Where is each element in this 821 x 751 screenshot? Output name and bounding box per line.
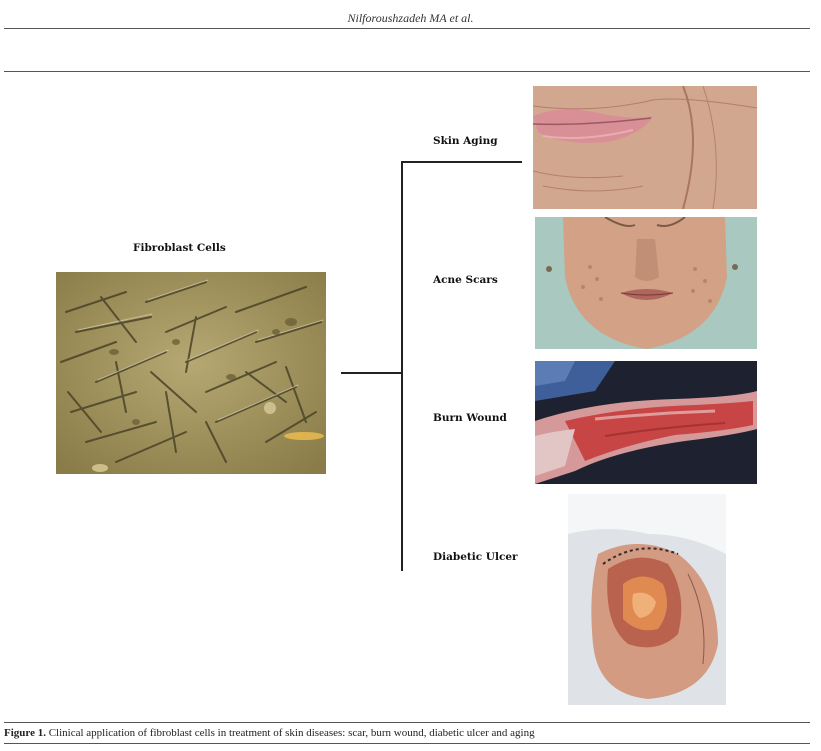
label-diabetic-ulcer: Diabetic Ulcer <box>433 551 518 563</box>
connector-trunk <box>401 161 403 571</box>
fibroblast-micrograph <box>56 272 326 474</box>
header-rule <box>4 71 810 72</box>
figure-caption: Figure 1. Clinical application of fibrob… <box>4 727 535 739</box>
skin-aging-photo <box>533 86 757 209</box>
fibroblast-cells-label: Fibroblast Cells <box>133 242 226 254</box>
diabetic-ulcer-photo <box>568 494 726 705</box>
connector-skin-aging <box>401 161 522 163</box>
acne-scars-photo <box>535 217 757 349</box>
top-rule <box>4 28 810 29</box>
label-burn-wound: Burn Wound <box>433 412 507 424</box>
connector-main <box>341 372 403 374</box>
caption-bottom-rule <box>4 743 810 744</box>
caption-top-rule <box>4 722 810 723</box>
label-skin-aging: Skin Aging <box>433 135 498 147</box>
running-head: Nilforoushzadeh MA et al. <box>347 11 474 25</box>
caption-label: Figure 1. <box>4 727 46 739</box>
caption-text: Clinical application of fibroblast cells… <box>45 727 535 739</box>
label-acne-scars: Acne Scars <box>433 274 498 286</box>
burn-wound-photo <box>535 361 757 484</box>
